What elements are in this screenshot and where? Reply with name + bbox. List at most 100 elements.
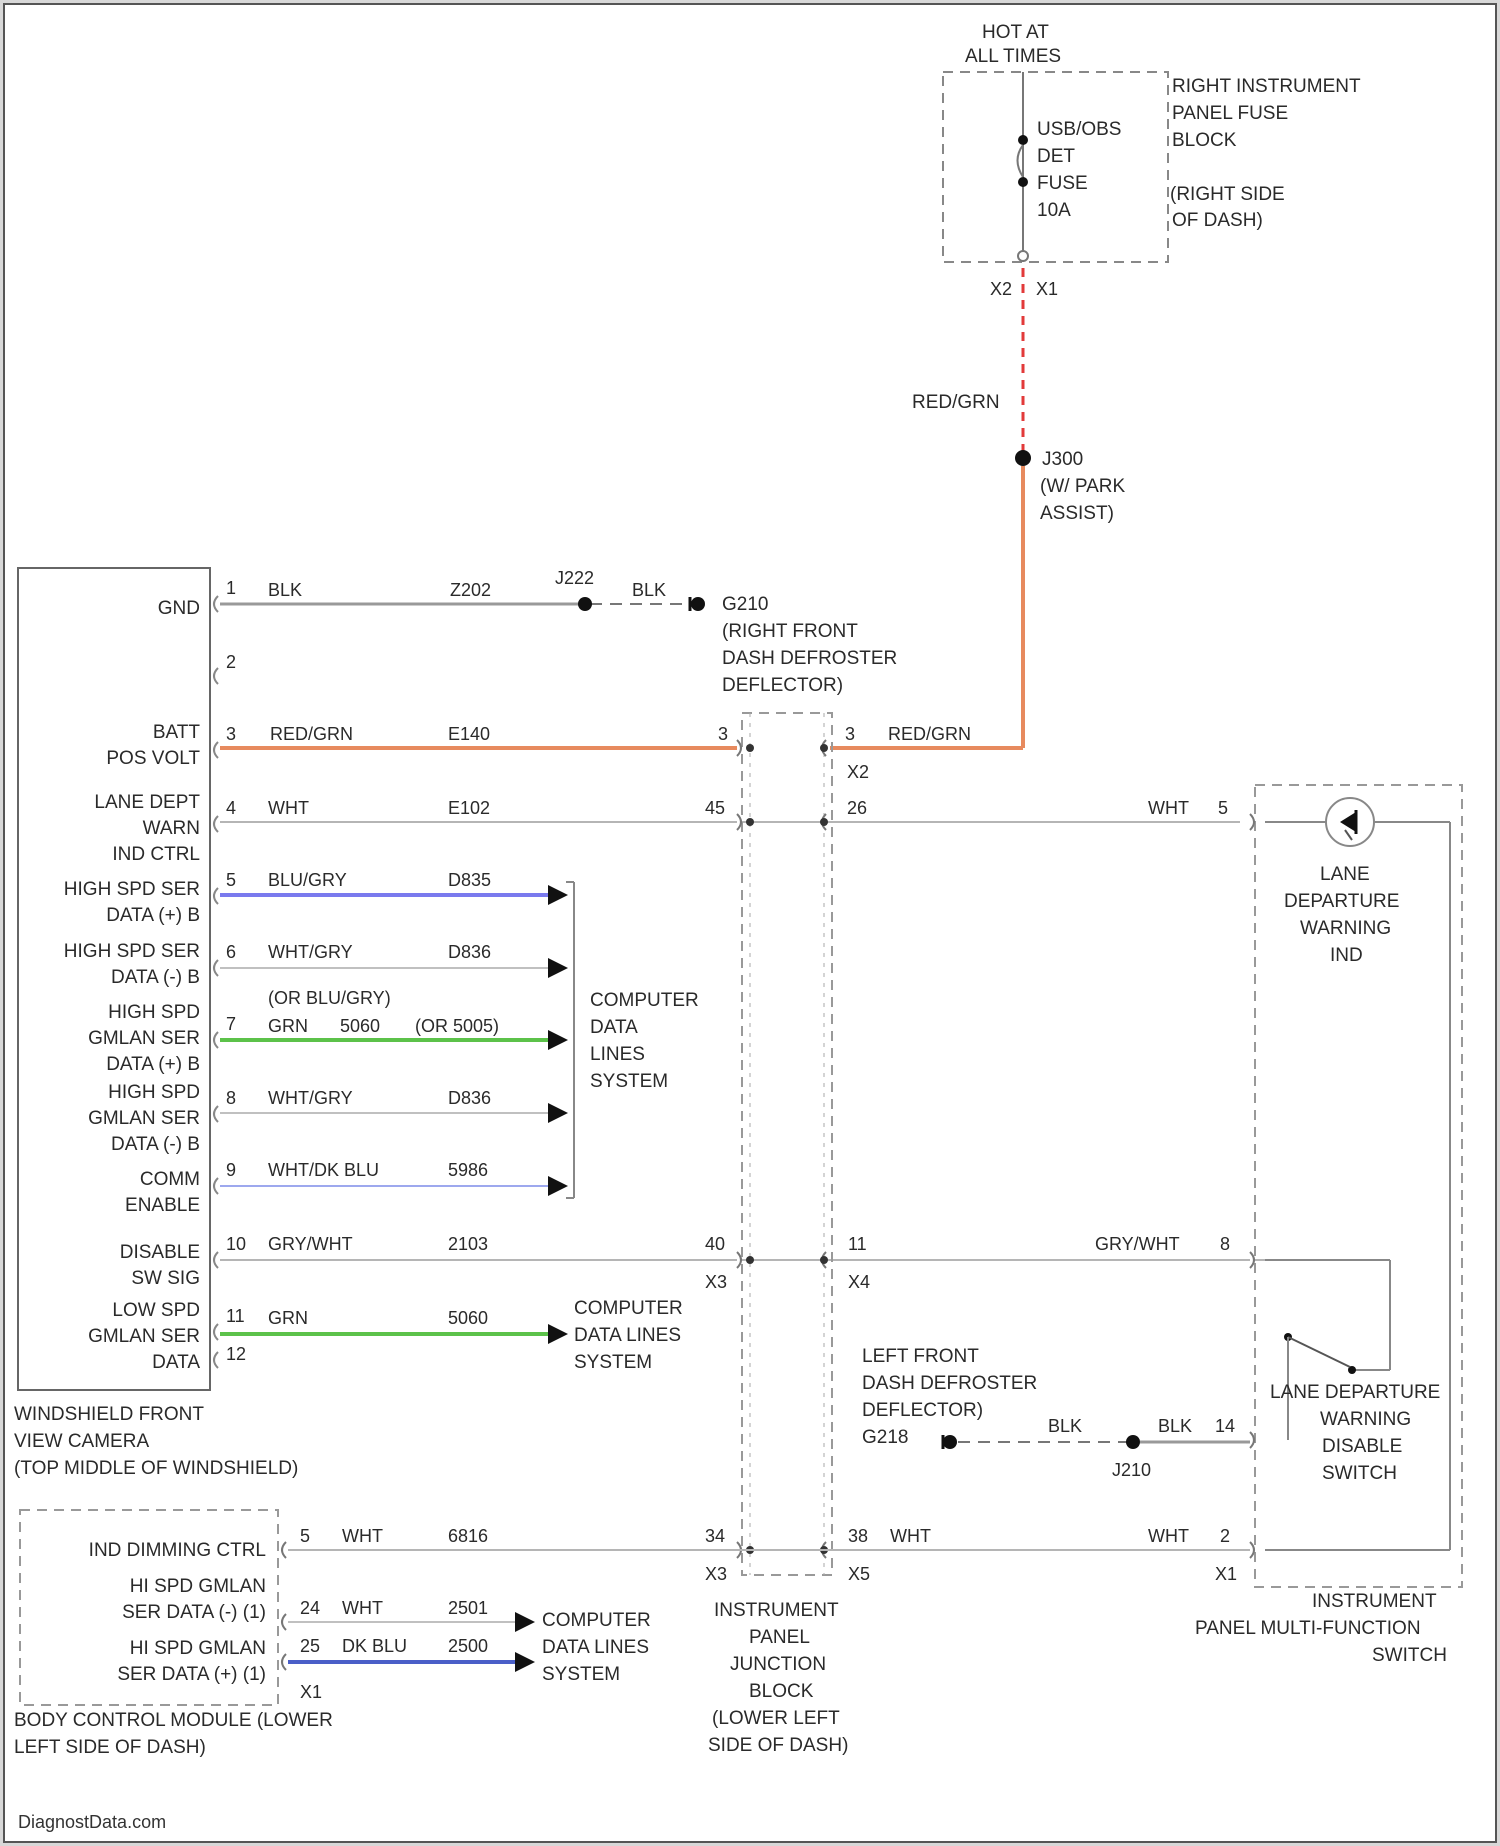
jb-dim-dest-conn: X1: [1215, 1564, 1237, 1584]
pin8-label-3: DATA (-) B: [111, 1134, 200, 1155]
pin11-label-2: GMLAN SER: [88, 1326, 200, 1347]
jb-dim-dest-color: WHT: [1148, 1526, 1189, 1546]
splice-j300-sub2: ASSIST): [1040, 503, 1114, 524]
splice-j222-dot: [578, 597, 592, 611]
pin9-circuit: 5986: [448, 1160, 488, 1180]
jb-dim-out-conn: X5: [848, 1564, 870, 1584]
fuse-label-line2: DET: [1037, 146, 1075, 167]
pin8-circuit: D836: [448, 1088, 491, 1108]
jb-lane-dest-pin: 5: [1218, 798, 1228, 818]
jb-dim-dest-pin: 2: [1220, 1526, 1230, 1546]
jb-name-2: PANEL: [749, 1627, 810, 1648]
ground-g210-color: BLK: [632, 580, 666, 600]
pin-number-8: 8: [226, 1088, 236, 1108]
camera-name-1: WINDSHIELD FRONT: [14, 1404, 204, 1425]
computer-data-3-line3: SYSTEM: [542, 1664, 620, 1685]
bcm-row3-label-2: SER DATA (+) (1): [117, 1664, 266, 1685]
g218-pin: 14: [1215, 1416, 1235, 1436]
bcm-row3-circuit: 2500: [448, 1636, 488, 1656]
pin4-color: WHT: [268, 798, 309, 818]
pin10-color: GRY/WHT: [268, 1234, 353, 1254]
jb-dim-out-color: WHT: [890, 1526, 931, 1546]
fuse-block-title-2: PANEL FUSE: [1172, 103, 1288, 124]
fuse-block-location-2: OF DASH): [1172, 210, 1263, 231]
jb-lane-out-pin: 26: [847, 798, 867, 818]
g218-name-2: DASH DEFROSTER: [862, 1373, 1037, 1394]
camera-name-3: (TOP MIDDLE OF WINDSHIELD): [14, 1458, 298, 1479]
pin1-circuit: Z202: [450, 580, 491, 600]
pin4-label-1: LANE DEPT: [94, 792, 200, 813]
pin10-label-2: SW SIG: [131, 1268, 200, 1289]
pin5-circuit: D835: [448, 870, 491, 890]
pin-number-6: 6: [226, 942, 236, 962]
splice-j300-dot: [1015, 450, 1031, 466]
computer-data-1-line2: DATA: [590, 1017, 638, 1038]
pin1-color: BLK: [268, 580, 302, 600]
disable-switch-label-2: WARNING: [1320, 1409, 1411, 1430]
pin7-alt-color: (OR BLU/GRY): [268, 988, 391, 1008]
pin10-circuit: 2103: [448, 1234, 488, 1254]
pin3-label-1: BATT: [153, 722, 201, 743]
jb-dim-in-conn: X3: [705, 1564, 727, 1584]
pin11-color: GRN: [268, 1308, 308, 1328]
pin-number-10: 10: [226, 1234, 246, 1254]
jb-name-4: BLOCK: [749, 1681, 814, 1702]
pin7-alt-circuit: (OR 5005): [415, 1016, 499, 1036]
disable-switch-label-4: SWITCH: [1322, 1463, 1397, 1484]
pin6-label-2: DATA (-) B: [111, 967, 200, 988]
watermark: DiagnostData.com: [18, 1812, 166, 1832]
bcm-row1-circuit: 6816: [448, 1526, 488, 1546]
jb-name-6: SIDE OF DASH): [708, 1735, 848, 1756]
camera-name-2: VIEW CAMERA: [14, 1431, 149, 1452]
splice-j300-label: J300: [1042, 449, 1083, 470]
bcm-row1-color: WHT: [342, 1526, 383, 1546]
pin8-label-1: HIGH SPD: [108, 1082, 200, 1103]
ground-g210-sub1: (RIGHT FRONT: [722, 621, 858, 642]
pin5-label-1: HIGH SPD SER: [64, 879, 200, 900]
g218-color-left: BLK: [1048, 1416, 1082, 1436]
pin8-color: WHT/GRY: [268, 1088, 353, 1108]
splice-j222-label: J222: [555, 568, 594, 588]
hot-at-all-times-line2: ALL TIMES: [965, 46, 1061, 67]
computer-data-3-line2: DATA LINES: [542, 1637, 649, 1658]
computer-data-1-line1: COMPUTER: [590, 990, 699, 1011]
disable-switch-label-1: LANE DEPARTURE: [1270, 1382, 1440, 1403]
ground-g210-name: G210: [722, 594, 768, 615]
jb-batt-out-pin: 3: [845, 724, 855, 744]
jb-name-1: INSTRUMENT: [714, 1600, 839, 1621]
bcm-name-1: BODY CONTROL MODULE (LOWER: [14, 1710, 333, 1731]
hot-at-all-times-line1: HOT AT: [982, 22, 1049, 43]
fuse-label-line3: FUSE: [1037, 173, 1088, 194]
splice-j210-label: J210: [1112, 1460, 1151, 1480]
pin8-label-2: GMLAN SER: [88, 1108, 200, 1129]
ground-g210-sub3: DEFLECTOR): [722, 675, 843, 696]
pin11-circuit: 5060: [448, 1308, 488, 1328]
bcm-row1-pin: 5: [300, 1526, 310, 1546]
pin9-color: WHT/DK BLU: [268, 1160, 379, 1180]
bcm-row2-pin: 24: [300, 1598, 320, 1618]
g218-color-right: BLK: [1158, 1416, 1192, 1436]
jb-lane-in-pin: 45: [705, 798, 725, 818]
pin-number-12: 12: [226, 1344, 246, 1364]
g218-name-1: LEFT FRONT: [862, 1346, 979, 1367]
bcm-row2-circuit: 2501: [448, 1598, 488, 1618]
pin7-label-3: DATA (+) B: [106, 1054, 200, 1075]
pin9-label-2: ENABLE: [125, 1195, 200, 1216]
computer-data-2-line1: COMPUTER: [574, 1298, 683, 1319]
bcm-row1-label: IND DIMMING CTRL: [89, 1540, 266, 1561]
jb-disable-out-conn: X4: [848, 1272, 870, 1292]
pin6-color: WHT/GRY: [268, 942, 353, 962]
pin6-circuit: D836: [448, 942, 491, 962]
computer-data-2-line3: SYSTEM: [574, 1352, 652, 1373]
jb-disable-dest-pin: 8: [1220, 1234, 1230, 1254]
jb-disable-in-conn: X3: [705, 1272, 727, 1292]
pin11-label-1: LOW SPD: [112, 1300, 200, 1321]
pin-number-4: 4: [226, 798, 236, 818]
indicator-label-4: IND: [1330, 945, 1363, 966]
pin11-label-3: DATA: [152, 1352, 200, 1373]
jb-dim-in-pin: 34: [705, 1526, 725, 1546]
ground-g210-dot: [691, 597, 705, 611]
jb-disable-out-pin: 11: [848, 1234, 867, 1254]
jb-dim-out-pin: 38: [848, 1526, 868, 1546]
fuse-block-title-1: RIGHT INSTRUMENT: [1172, 76, 1361, 97]
